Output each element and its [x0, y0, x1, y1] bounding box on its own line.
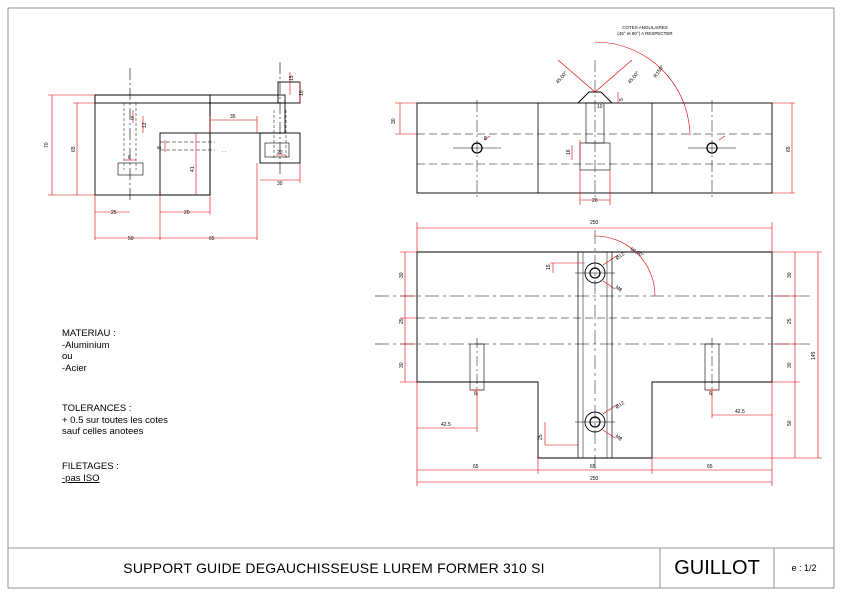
dim-side-70: 70 [44, 142, 50, 148]
dim-side-15: 15 [289, 75, 295, 81]
angular-note-line-2: (45° et 90°) A RESPECTER [617, 31, 673, 36]
side-view-web [159, 132, 211, 196]
material-note: MATERIAU : -Aluminium ou -Acier [62, 328, 116, 374]
dim-plan-30c: 30 [787, 272, 793, 278]
top-dimension-lines [395, 41, 795, 205]
title-block: SUPPORT GUIDE DEGAUCHISSEUSE LUREM FORME… [8, 548, 834, 588]
dim-side-12: 12 [142, 122, 148, 128]
drawing-author: GUILLOT [674, 556, 760, 579]
dim-side-20: 20 [184, 210, 190, 216]
dim-plan-m8a: M8 [614, 285, 623, 294]
sheet-border [7, 7, 835, 589]
dim-plan-42b: 42.5 [735, 409, 745, 415]
dim-plan-25b: 25 [787, 318, 793, 324]
dim-side-41: 41 [190, 166, 196, 172]
tolerance-line-2: sauf celles anotees [62, 426, 144, 437]
dim-plan-30b: 30 [399, 362, 405, 368]
dim-side-30: 30 [277, 181, 283, 187]
dim-top-a45r: 45,00° [627, 70, 641, 85]
dim-side-35: 35 [230, 114, 236, 120]
side-view-base [94, 94, 211, 196]
dim-plan-42a: 42.5 [441, 422, 451, 428]
dim-side-65: 65 [71, 146, 77, 152]
dim-plan-15: 15 [546, 264, 552, 270]
dim-top-a45l: 45,00° [555, 70, 569, 85]
dim-plan-30d: 30 [787, 362, 793, 368]
plan-dimension-texts: 250 250 65 65 65 30 25 30 30 25 30 50 14… [399, 220, 817, 482]
dim-plan-65a: 65 [473, 464, 479, 470]
dim-plan-65b: 65 [590, 464, 596, 470]
dim-top-10: 10 [597, 104, 603, 110]
dim-plan-d12a: Ø12 [615, 251, 626, 261]
dim-side-20b: 20 [277, 150, 283, 156]
plan-view: 250 250 65 65 65 30 25 30 30 25 30 50 14… [375, 220, 822, 486]
tolerance-heading: TOLERANCES : [62, 403, 132, 414]
dim-top-65: 65 [786, 146, 792, 152]
dim-top-30: 30 [391, 118, 397, 124]
side-view: . . [44, 62, 305, 242]
dim-plan-m8b: M8 [614, 434, 623, 443]
side-dimension-texts: 70 65 25 20 50 65 41 35 15 30 10 12 6 20… [44, 75, 305, 242]
dim-top-16: 16 [566, 149, 572, 155]
top-view: COTES ANGULAIRES (45° et 90°) A RESPECTE… [391, 25, 795, 205]
side-dots: . . [222, 148, 226, 154]
material-line-3: -Acier [62, 362, 87, 374]
thread-heading: FILETAGES : [62, 461, 119, 472]
sheet-number: e : 1/2 [791, 563, 817, 573]
dim-plan-6a: 6 [474, 391, 477, 397]
dim-plan-r60: 60,00° [629, 247, 645, 259]
drawing-title: SUPPORT GUIDE DEGAUCHISSEUSE LUREM FORME… [123, 560, 545, 576]
dim-plan-30a: 30 [399, 272, 405, 278]
material-line-1: -Aluminium [62, 339, 110, 351]
material-heading: MATERIAU : [62, 328, 116, 339]
plan-dimension-lines [400, 222, 822, 486]
dim-plan-250-top: 250 [590, 220, 599, 226]
dim-side-6: 6 [128, 155, 131, 161]
angular-note-line-1: COTES ANGULAIRES [622, 25, 668, 30]
dim-plan-25a: 25 [399, 318, 405, 324]
tolerance-note: TOLERANCES : + 0.5 sur toutes les cotes … [62, 403, 168, 438]
dim-plan-250-bottom: 250 [590, 476, 599, 482]
tolerance-line-1: + 0.5 sur toutes les cotes [62, 414, 168, 426]
thread-line-1: -pas ISO [62, 472, 100, 484]
material-line-2: ou [62, 351, 73, 362]
dim-top-20: 20 [592, 198, 598, 204]
dim-side-65b: 65 [209, 236, 215, 242]
dim-side-25: 25 [111, 210, 117, 216]
dim-plan-50: 50 [787, 420, 793, 426]
side-view-top-plate [94, 94, 286, 104]
dim-plan-25: 25 [538, 434, 544, 440]
dim-side-10: 10 [299, 90, 305, 96]
dim-plan-d12b: Ø12 [615, 400, 626, 410]
dim-top-5: 5 [619, 98, 625, 101]
dim-top-8: 8 [484, 136, 487, 142]
side-view-stud [277, 81, 301, 104]
dim-plan-65c: 65 [707, 464, 713, 470]
dim-side-50: 50 [128, 236, 134, 242]
dim-plan-6b: 6 [709, 391, 712, 397]
thread-note: FILETAGES : -pas ISO [62, 461, 119, 484]
dim-side-8: 8 [157, 146, 163, 149]
side-stud-box [264, 142, 290, 158]
side-slot [117, 162, 144, 176]
dim-side-5: 5 [131, 116, 134, 122]
side-dimension-lines [48, 72, 301, 240]
dim-plan-145: 145 [811, 351, 817, 360]
